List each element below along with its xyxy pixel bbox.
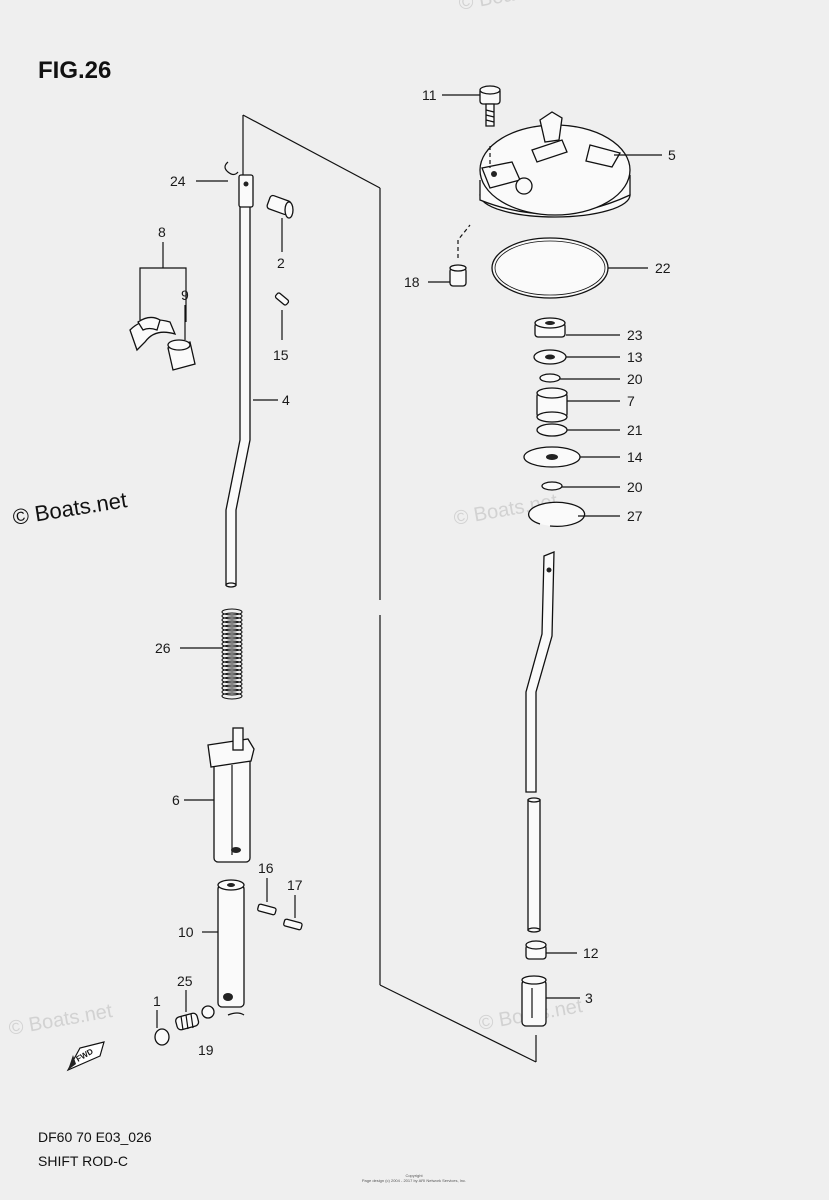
part-22-oring-inner	[494, 240, 606, 296]
callout-7: 7	[627, 393, 635, 409]
diagram-code: DF60 70 E03_026	[38, 1129, 152, 1145]
spring-coil	[221, 624, 243, 632]
callout-labels: 24 2 8 9 15 4 26 6 10 16 17 25 1 19 11 5…	[153, 87, 676, 1058]
callout-12: 12	[583, 945, 599, 961]
part-11-bolt	[479, 85, 501, 127]
spring-coil	[221, 640, 243, 648]
shift-rod-right	[525, 551, 555, 933]
leader-lines	[139, 94, 662, 1028]
callout-26: 26	[155, 640, 171, 656]
part-14-washer	[523, 446, 581, 468]
callout-10: 10	[178, 924, 194, 940]
spring-coil	[221, 660, 243, 668]
part-20-oring-lower	[541, 481, 563, 491]
part-27-snap-ring	[527, 501, 586, 527]
spring-coil	[221, 688, 243, 696]
part-25-spring	[175, 1012, 200, 1031]
callout-20-upper: 20	[627, 371, 643, 387]
callout-27: 27	[627, 508, 643, 524]
part-18-screw	[449, 264, 467, 287]
callout-2: 2	[277, 255, 285, 271]
spring-coil	[221, 616, 243, 624]
part-10-shaft	[217, 879, 245, 1016]
part-5-housing	[479, 111, 631, 218]
spring-coil	[221, 620, 243, 628]
spring-coil	[221, 684, 243, 692]
callout-4: 4	[282, 392, 290, 408]
callout-16: 16	[258, 860, 274, 876]
spring-coil	[221, 672, 243, 680]
part-26-spring	[221, 608, 243, 700]
callout-3: 3	[585, 990, 593, 1006]
copyright-line-1: Copyright	[405, 1173, 423, 1178]
spring-coil	[221, 656, 243, 664]
spring-coil	[221, 676, 243, 684]
part-15-pin	[274, 292, 290, 306]
callout-21: 21	[627, 422, 643, 438]
part-12-nut	[525, 940, 547, 960]
spring-coil	[221, 632, 243, 640]
part-7-seal	[536, 387, 568, 423]
callout-15: 15	[273, 347, 289, 363]
copyright-line-2: Page design (c) 2004 - 2017 by ARI Netwo…	[362, 1178, 466, 1183]
callout-25: 25	[177, 973, 193, 989]
part-9-collar	[167, 339, 196, 371]
callout-23: 23	[627, 327, 643, 343]
watermark-main: © Boats.net	[11, 487, 129, 530]
spring-coil	[221, 692, 243, 700]
spring-coil	[221, 612, 243, 620]
part-21-oring	[536, 423, 568, 437]
callout-1: 1	[153, 993, 161, 1009]
watermark-faint-top: © Boats.net	[457, 0, 564, 15]
callout-9: 9	[181, 287, 189, 303]
spring-coil	[221, 608, 243, 616]
part-19-ball	[201, 1005, 215, 1019]
callout-24: 24	[170, 173, 186, 189]
figure-title: FIG.26	[38, 57, 111, 84]
spring-coil	[221, 668, 243, 676]
part-23-bushing	[534, 317, 566, 338]
watermark-faint-left: © Boats.net	[7, 1000, 114, 1040]
part-20-oring-upper	[539, 373, 561, 383]
callout-8: 8	[158, 224, 166, 240]
part-1-plug	[154, 1028, 170, 1046]
part-2-pin	[266, 194, 294, 219]
part-16-pin	[257, 903, 277, 916]
spring-coil	[221, 664, 243, 672]
part-3-sleeve	[521, 975, 547, 1027]
part-17-pin	[283, 918, 303, 931]
part-13-washer	[533, 349, 567, 365]
callout-19: 19	[198, 1042, 214, 1058]
spring-coil	[221, 648, 243, 656]
spring-coil	[221, 680, 243, 688]
part-22-oring	[491, 237, 609, 299]
assembly-frame	[242, 114, 537, 1063]
spring-coil	[221, 636, 243, 644]
callout-14: 14	[627, 449, 643, 465]
callout-17: 17	[287, 877, 303, 893]
shift-rod-left	[225, 174, 254, 588]
diagram-name: SHIFT ROD-C	[38, 1153, 128, 1169]
callout-13: 13	[627, 349, 643, 365]
spring-coil	[221, 652, 243, 660]
callout-20-lower: 20	[627, 479, 643, 495]
part-24-clip	[224, 161, 239, 176]
spring-coil	[221, 628, 243, 636]
callout-6: 6	[172, 792, 180, 808]
callout-11: 11	[422, 87, 437, 103]
fwd-arrow-icon: FWD	[66, 1041, 105, 1072]
callout-5: 5	[668, 147, 676, 163]
callout-22: 22	[655, 260, 671, 276]
part-6-sleeve	[207, 727, 255, 863]
part-8-clip	[129, 316, 177, 352]
callout-18: 18	[404, 274, 420, 290]
